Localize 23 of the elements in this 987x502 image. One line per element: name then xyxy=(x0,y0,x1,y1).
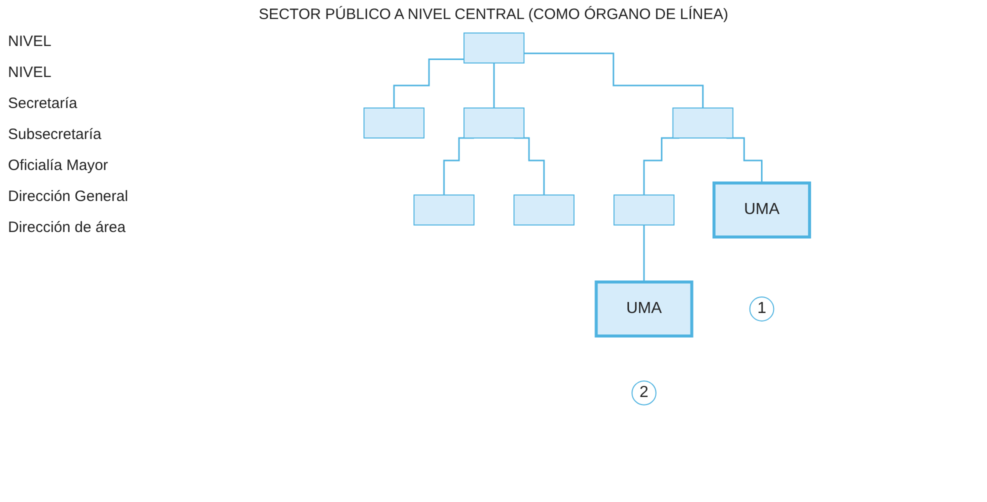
node-circle: 2 xyxy=(631,380,656,406)
node-box xyxy=(413,194,474,226)
node-circle: 1 xyxy=(749,296,774,322)
node-box: UMA xyxy=(594,280,693,338)
node-box xyxy=(613,194,674,226)
node-box xyxy=(463,32,524,64)
node-box: UMA xyxy=(712,182,811,238)
connector xyxy=(524,52,704,109)
node-box xyxy=(513,194,574,226)
connector xyxy=(642,224,644,283)
level-label: NIVEL xyxy=(8,64,52,81)
node-box xyxy=(463,108,524,138)
level-label: Dirección de área xyxy=(8,219,127,236)
level-label: Secretaría xyxy=(8,95,78,112)
diagram-title: SECTOR PÚBLICO A NIVEL CENTRAL (COMO ÓRGANO DE LÍNEA) xyxy=(258,6,730,23)
level-label: Oficialía Mayor xyxy=(8,157,110,174)
connector xyxy=(392,58,464,109)
level-label: Dirección General xyxy=(8,188,130,205)
level-label: NIVEL xyxy=(8,33,52,50)
level-label: Subsecretaría xyxy=(8,126,102,143)
node-box xyxy=(672,108,734,138)
connector xyxy=(492,62,494,109)
node-box xyxy=(363,108,424,138)
